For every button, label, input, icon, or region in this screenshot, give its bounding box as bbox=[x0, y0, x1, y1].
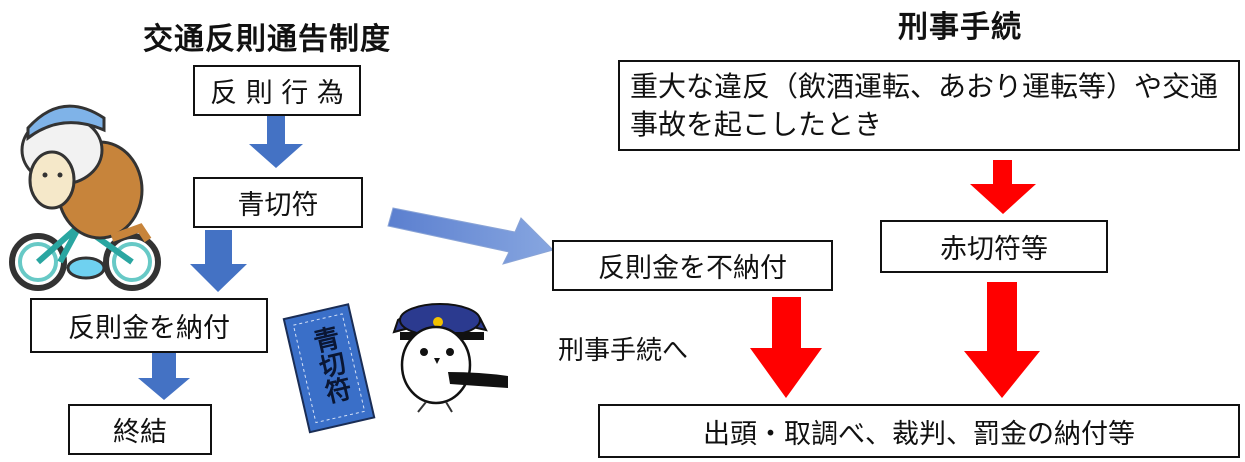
blue-flow-arrows bbox=[138, 116, 303, 400]
step-pay-fine: 反則金を納付 bbox=[30, 298, 268, 353]
arrow-blue-ticket-to-unpaid bbox=[387, 207, 554, 265]
red-flow-arrows bbox=[750, 160, 1040, 398]
step-blue-ticket: 青切符 bbox=[193, 177, 363, 228]
step-violation: 反 則 行 為 bbox=[193, 65, 361, 116]
sheep-cyclist-illustration bbox=[9, 104, 161, 291]
police-bird-illustration bbox=[392, 303, 508, 413]
red-ticket-box: 赤切符等 bbox=[880, 220, 1108, 273]
arrow-blue-ticket-to-pay bbox=[190, 230, 247, 292]
arrow-violation-to-blue-ticket bbox=[249, 116, 303, 168]
left-title: 交通反則通告制度 bbox=[143, 22, 391, 57]
condition-box: 重大な違反（飲酒運転、あおり運転等）や交通事故を起こしたとき bbox=[618, 60, 1240, 151]
right-title: 刑事手続 bbox=[898, 10, 1022, 45]
outcome-box: 出頭・取調べ、裁判、罰金の納付等 bbox=[598, 404, 1240, 458]
arrow-condition-to-red-ticket bbox=[970, 160, 1036, 214]
arrow-unpaid-to-outcome bbox=[750, 297, 822, 398]
blue-ticket-card bbox=[282, 303, 376, 434]
arrow-pay-to-end bbox=[138, 353, 190, 400]
unpaid-box: 反則金を不納付 bbox=[552, 240, 833, 291]
step-end: 終結 bbox=[68, 404, 212, 455]
arrow-red-ticket-to-outcome bbox=[964, 282, 1040, 398]
to-criminal-label: 刑事手続へ bbox=[558, 336, 689, 366]
